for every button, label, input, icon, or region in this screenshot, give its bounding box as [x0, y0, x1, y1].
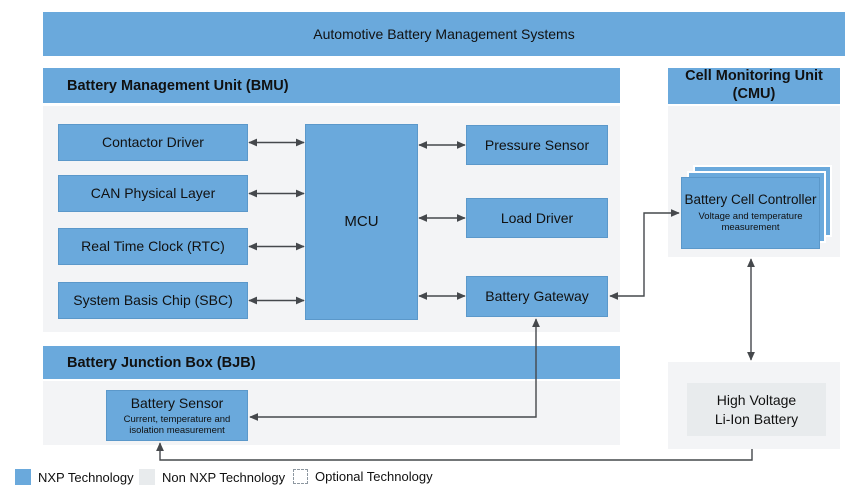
module-sublabel: Current, temperature and isolation measu…: [123, 413, 231, 437]
module-label: Load Driver: [500, 209, 574, 226]
module-label: Contactor Driver: [102, 134, 204, 151]
legend-non-nxp: Non NXP Technology: [139, 469, 285, 485]
module-label: Pressure Sensor: [484, 136, 590, 153]
non-nxp-swatch-icon: [139, 469, 155, 485]
module-label: Battery Gateway: [485, 288, 589, 305]
cmu-title: Cell Monitoring Unit (CMU): [685, 68, 823, 102]
module-pressure-sensor: Pressure Sensor: [466, 125, 608, 165]
module-battery-sensor: Battery Sensor Current, temperature and …: [106, 390, 248, 441]
module-label: Real Time Clock (RTC): [81, 238, 225, 255]
legend-optional: Optional Technology: [293, 469, 433, 484]
legend-label: Optional Technology: [315, 469, 433, 484]
module-label: Battery Sensor: [130, 394, 224, 411]
module-battery-gateway: Battery Gateway: [466, 276, 608, 317]
cmu-header: Cell Monitoring Unit (CMU): [668, 68, 840, 104]
module-real-time-clock: Real Time Clock (RTC): [58, 228, 248, 265]
legend-label: NXP Technology: [38, 469, 134, 485]
module-label: CAN Physical Layer: [90, 185, 216, 202]
module-system-basis-chip: System Basis Chip (SBC): [58, 282, 248, 319]
module-label: System Basis Chip (SBC): [73, 292, 233, 309]
nxp-swatch-icon: [15, 469, 31, 485]
bjb-header: Battery Junction Box (BJB): [43, 346, 620, 379]
bjb-title: Battery Junction Box (BJB): [67, 354, 256, 371]
legend-nxp: NXP Technology: [15, 469, 134, 485]
module-load-driver: Load Driver: [466, 198, 608, 238]
module-high-voltage-battery: High Voltage Li-Ion Battery: [687, 383, 826, 436]
module-can-physical-layer: CAN Physical Layer: [58, 175, 248, 212]
module-label: MCU: [344, 213, 379, 231]
module-battery-cell-controller: Battery Cell Controller Voltage and temp…: [681, 177, 820, 249]
module-mcu: MCU: [305, 124, 418, 320]
connector-hv-battery-battery-sensor: [156, 442, 753, 461]
module-label: Battery Cell Controller: [684, 192, 817, 208]
diagram-title-banner: Automotive Battery Management Systems: [43, 12, 845, 56]
bmu-title: Battery Management Unit (BMU): [67, 77, 289, 94]
diagram-title: Automotive Battery Management Systems: [313, 26, 575, 42]
optional-swatch-icon: [293, 469, 308, 484]
bmu-header: Battery Management Unit (BMU): [43, 68, 620, 103]
legend-label: Non NXP Technology: [162, 469, 286, 485]
module-contactor-driver: Contactor Driver: [58, 124, 248, 161]
module-label-line1: High Voltage: [716, 391, 797, 408]
module-sublabel: Voltage and temperature measurement: [698, 210, 803, 234]
module-label-line2: Li-Ion Battery: [714, 410, 799, 427]
